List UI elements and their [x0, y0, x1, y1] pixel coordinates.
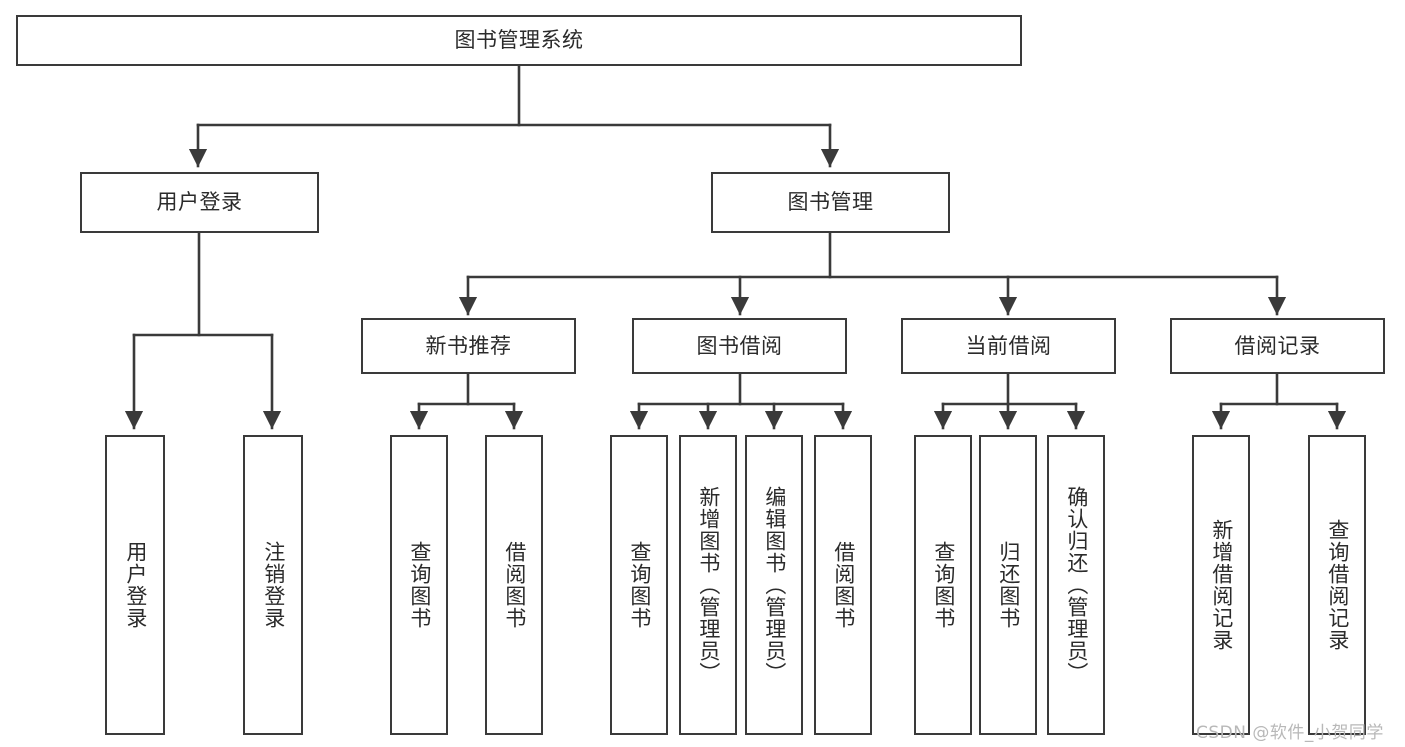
node-label: 图书管理: [787, 190, 874, 215]
node-label: 用户登录: [156, 190, 243, 215]
node-user-login[interactable]: 用户登录: [80, 172, 319, 233]
node-label: 查询图书: [931, 541, 956, 629]
leaf-user-login[interactable]: 用户登录: [105, 435, 165, 735]
leaf-query-borrow-record[interactable]: 查询借阅记录: [1308, 435, 1366, 735]
node-book-management[interactable]: 图书管理: [711, 172, 950, 233]
node-current-borrow[interactable]: 当前借阅: [901, 318, 1116, 374]
leaf-edit-book-admin[interactable]: 编辑图书（管理员）: [745, 435, 803, 735]
node-new-book-recommend[interactable]: 新书推荐: [361, 318, 576, 374]
node-label: 编辑图书（管理员）: [762, 486, 787, 684]
node-label: 借阅图书: [831, 541, 856, 629]
node-label: 归还图书: [996, 541, 1021, 629]
leaf-logout-login[interactable]: 注销登录: [243, 435, 303, 735]
leaf-add-book-admin[interactable]: 新增图书（管理员）: [679, 435, 737, 735]
node-label: 新书推荐: [425, 333, 512, 358]
leaf-return-book[interactable]: 归还图书: [979, 435, 1037, 735]
node-label: 查询图书: [407, 541, 432, 629]
node-label: 新增借阅记录: [1209, 519, 1234, 651]
leaf-borrow-book-borrow[interactable]: 借阅图书: [814, 435, 872, 735]
node-root-book-management-system[interactable]: 图书管理系统: [16, 15, 1022, 66]
node-label: 图书借阅: [696, 333, 783, 358]
leaf-add-borrow-record[interactable]: 新增借阅记录: [1192, 435, 1250, 735]
node-borrow-record[interactable]: 借阅记录: [1170, 318, 1385, 374]
csdn-watermark: CSDN @软件_小贺同学: [1196, 723, 1384, 743]
leaf-borrow-book-recommend[interactable]: 借阅图书: [485, 435, 543, 735]
node-label: 用户登录: [123, 541, 148, 629]
node-label: 借阅图书: [502, 541, 527, 629]
node-label: 确认归还（管理员）: [1064, 486, 1089, 684]
node-label: 查询图书: [627, 541, 652, 629]
node-label: 查询借阅记录: [1325, 519, 1350, 651]
leaf-query-book-current[interactable]: 查询图书: [914, 435, 972, 735]
node-label: 新增图书（管理员）: [696, 486, 721, 684]
node-label: 借阅记录: [1234, 333, 1321, 358]
node-label: 图书管理系统: [454, 28, 584, 53]
node-label: 注销登录: [261, 541, 286, 629]
leaf-confirm-return-admin[interactable]: 确认归还（管理员）: [1047, 435, 1105, 735]
node-book-borrow[interactable]: 图书借阅: [632, 318, 847, 374]
leaf-query-book-borrow[interactable]: 查询图书: [610, 435, 668, 735]
leaf-query-book-recommend[interactable]: 查询图书: [390, 435, 448, 735]
node-label: 当前借阅: [965, 333, 1052, 358]
